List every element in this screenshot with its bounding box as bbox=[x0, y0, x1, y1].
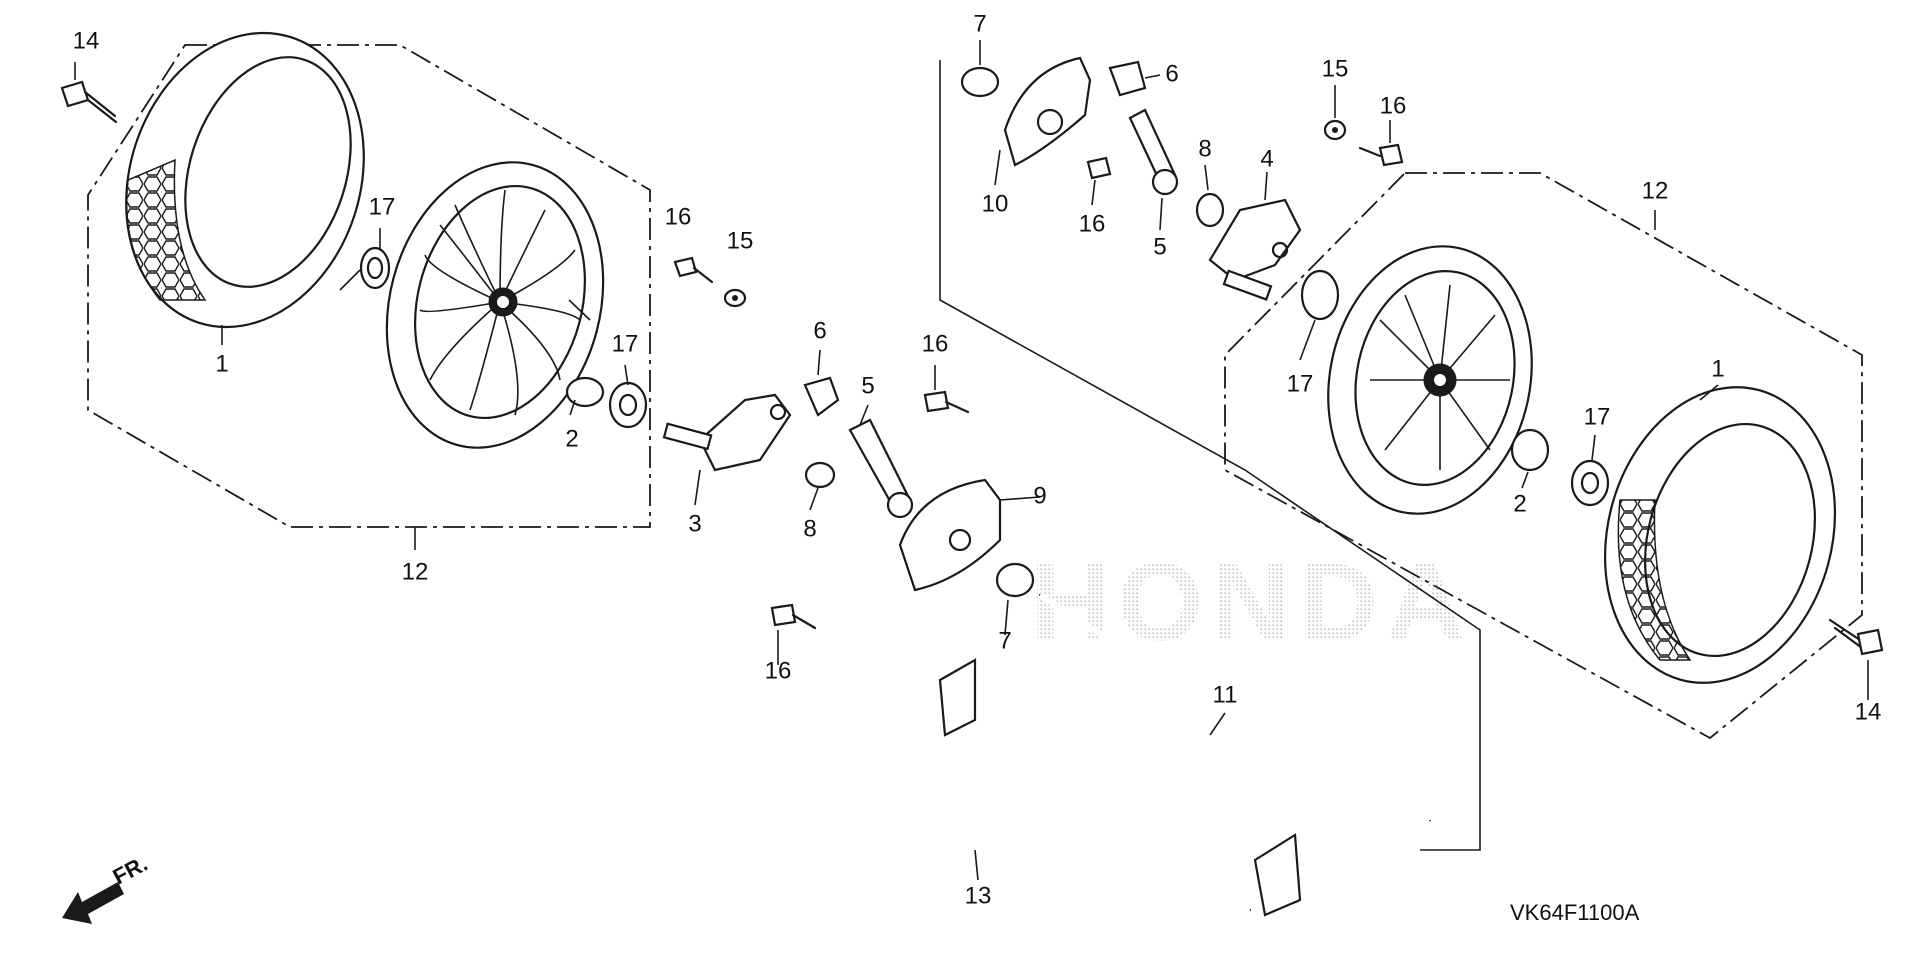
left-wheel-assembly-outline bbox=[87, 44, 651, 528]
left-lever-plate bbox=[803, 376, 840, 417]
lift-bar-right-bracket bbox=[1253, 833, 1302, 917]
leader-lines bbox=[74, 40, 1869, 881]
right-inner-bearing bbox=[1300, 269, 1340, 321]
callout-7-left: 7 bbox=[998, 627, 1011, 654]
left-height-gear bbox=[898, 478, 1002, 592]
callout-14-left: 14 bbox=[73, 27, 100, 54]
callout-10: 10 bbox=[982, 190, 1009, 217]
right-lever-plate bbox=[1108, 60, 1147, 97]
left-gear-bolt bbox=[770, 603, 817, 630]
lift-bar-left-bracket bbox=[938, 658, 977, 737]
left-wheel-rim bbox=[385, 161, 605, 449]
right-wheel-bolt bbox=[1828, 618, 1884, 656]
left-gear-bushing bbox=[995, 562, 1035, 598]
callout-2-left: 2 bbox=[565, 425, 578, 452]
callout-17-left-bottom: 17 bbox=[612, 330, 639, 357]
right-wheel-rim bbox=[1327, 245, 1533, 515]
lift-bar bbox=[888, 708, 1252, 942]
right-tire bbox=[1603, 386, 1837, 684]
left-tire bbox=[125, 31, 365, 329]
callout-7-right: 7 bbox=[973, 10, 986, 37]
right-arm-bolt bbox=[1086, 156, 1112, 180]
callout-9: 9 bbox=[1033, 482, 1046, 509]
callout-15-right: 15 bbox=[1322, 55, 1349, 82]
left-bracket-bolt bbox=[673, 256, 714, 284]
right-outer-bearing bbox=[1570, 459, 1610, 507]
diagram-code: VK64F1100A bbox=[1510, 900, 1640, 925]
front-arrow-icon bbox=[62, 882, 124, 924]
callout-12-left: 12 bbox=[402, 558, 429, 585]
callout-16-left-bottom: 16 bbox=[765, 657, 792, 684]
right-adjust-arm bbox=[1128, 108, 1179, 196]
callout-16-right-top: 16 bbox=[1380, 92, 1407, 119]
callout-14-right: 14 bbox=[1855, 698, 1882, 725]
left-washer bbox=[723, 288, 747, 308]
left-collar bbox=[565, 376, 605, 408]
callout-2-right: 2 bbox=[1513, 490, 1526, 517]
callout-6-right: 6 bbox=[1165, 60, 1178, 87]
right-gear-bushing bbox=[960, 66, 1000, 98]
callout-17-right-bottom: 17 bbox=[1584, 403, 1611, 430]
brand-watermark: HONDA bbox=[1030, 541, 1473, 664]
callout-labels: 14 17 1 16 15 2 17 3 12 6 5 16 8 9 16 7 … bbox=[73, 10, 1882, 909]
right-washer bbox=[1323, 119, 1347, 141]
left-outer-bearing bbox=[359, 246, 391, 290]
callout-3: 3 bbox=[688, 510, 701, 537]
callout-8-left: 8 bbox=[803, 515, 816, 542]
callout-5-left: 5 bbox=[861, 372, 874, 399]
callout-13: 13 bbox=[965, 882, 992, 909]
right-height-bracket bbox=[1208, 198, 1302, 301]
callout-6-left: 6 bbox=[813, 317, 826, 344]
callout-16-left-top: 16 bbox=[665, 203, 692, 230]
callout-15-left: 15 bbox=[727, 227, 754, 254]
right-gear-group-outline bbox=[939, 60, 1481, 851]
callout-17-left-top: 17 bbox=[369, 193, 396, 220]
right-collar bbox=[1510, 428, 1550, 472]
left-arm-bushing bbox=[804, 461, 836, 489]
callout-1-right: 1 bbox=[1711, 355, 1724, 382]
right-bracket-bolt bbox=[1358, 143, 1404, 167]
front-direction-indicator: FR. bbox=[62, 851, 152, 924]
left-height-bracket bbox=[662, 393, 792, 472]
right-wheel-assembly-outline bbox=[1224, 172, 1863, 740]
callout-16-left-mid: 16 bbox=[922, 330, 949, 357]
left-wheel-bolt bbox=[60, 80, 118, 124]
callout-4: 4 bbox=[1260, 145, 1273, 172]
left-adjust-arm bbox=[848, 418, 914, 519]
callout-8-right: 8 bbox=[1198, 135, 1211, 162]
callout-1-left: 1 bbox=[215, 350, 228, 377]
left-arm-bolt bbox=[923, 390, 970, 414]
callout-12-right: 12 bbox=[1642, 177, 1669, 204]
callout-5-right: 5 bbox=[1153, 233, 1166, 260]
right-height-gear bbox=[1003, 56, 1092, 167]
right-arm-bushing bbox=[1195, 192, 1225, 228]
front-label: FR. bbox=[109, 851, 152, 890]
callout-11: 11 bbox=[1213, 681, 1238, 708]
left-inner-bearing bbox=[608, 381, 648, 429]
callout-17-right-top: 17 bbox=[1287, 370, 1314, 397]
callout-16-right-mid: 16 bbox=[1079, 210, 1106, 237]
